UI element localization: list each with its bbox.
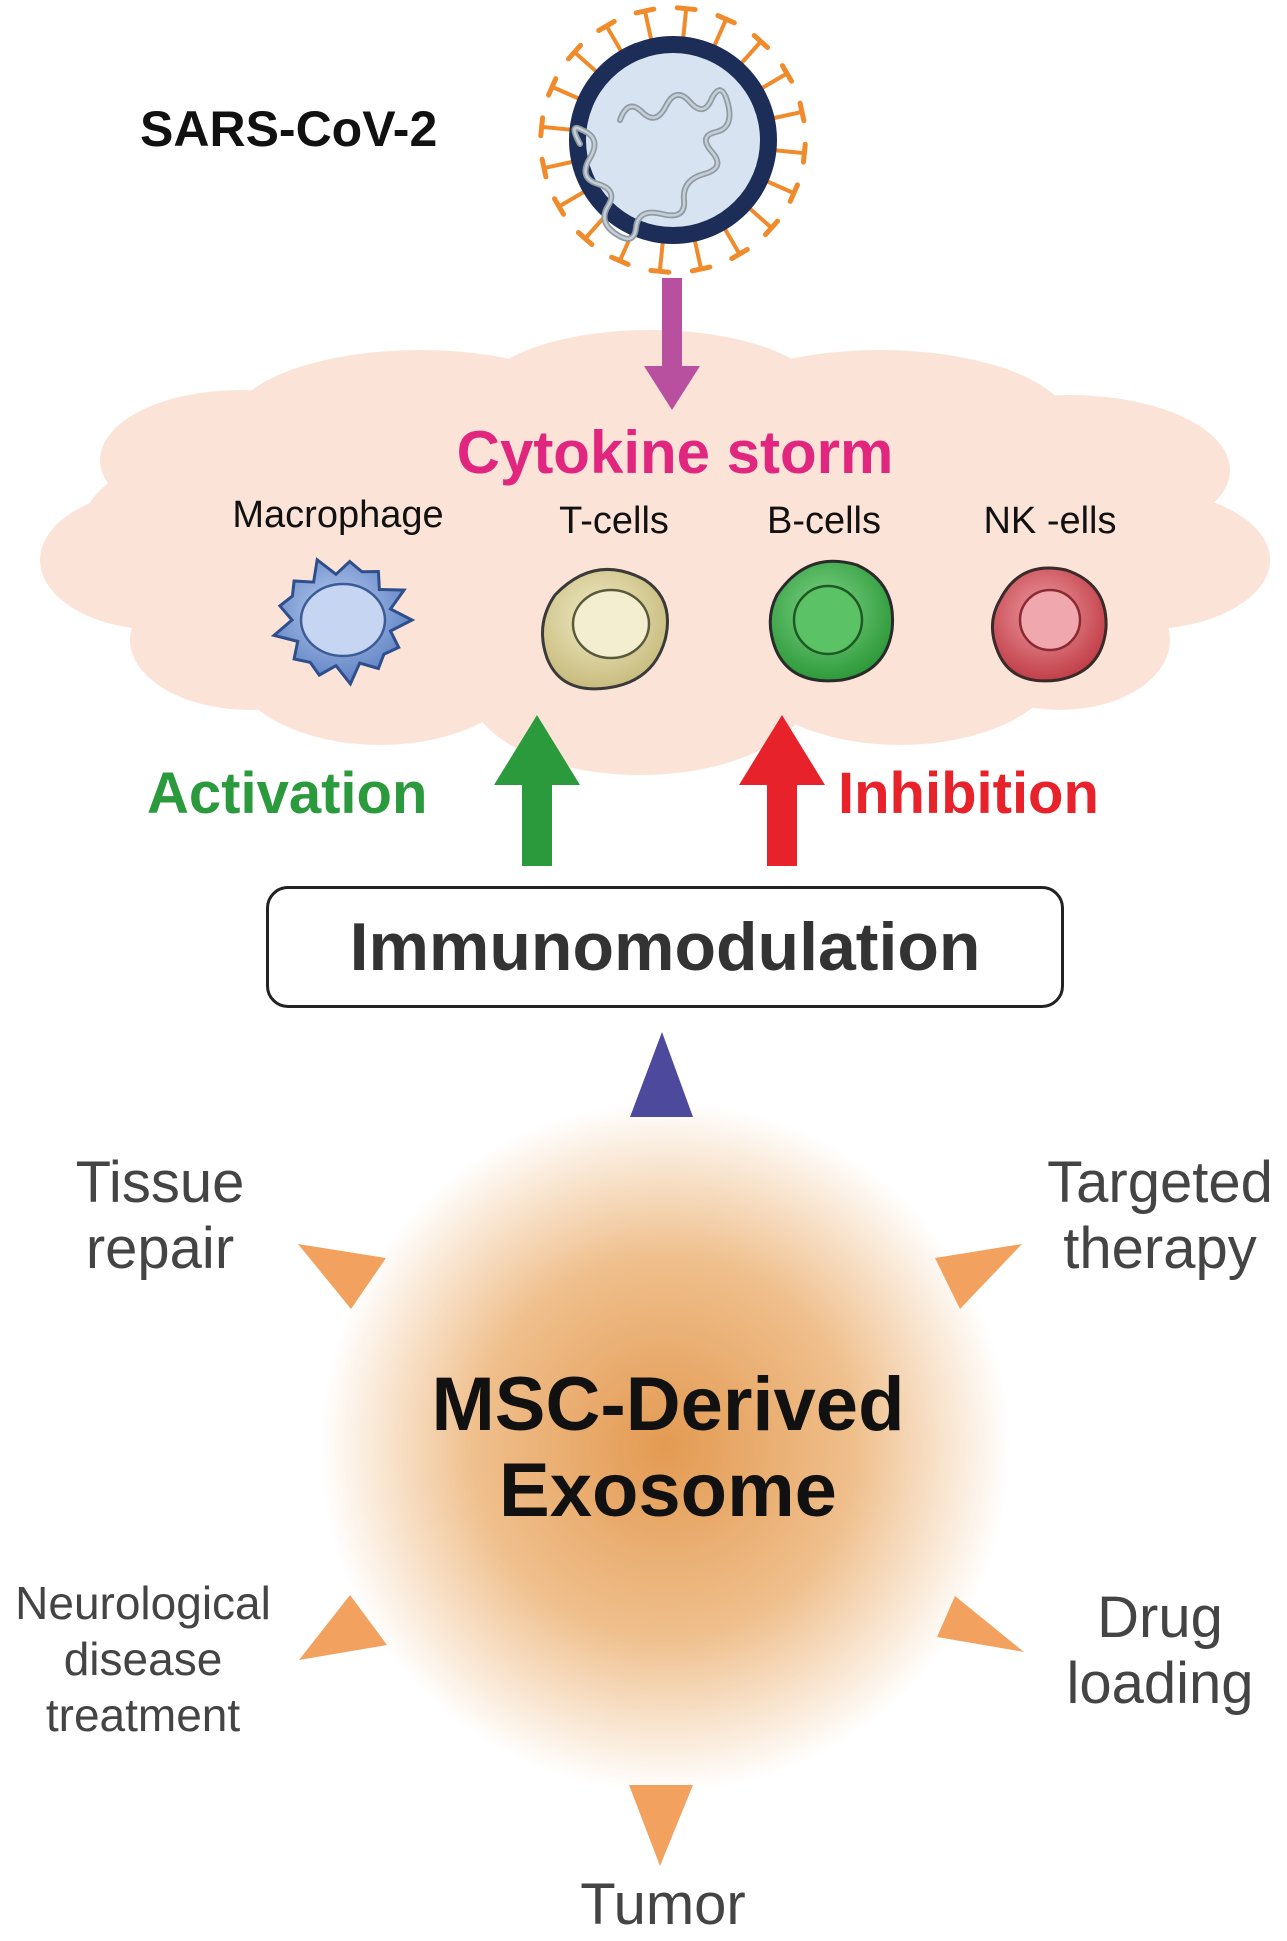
virus-spike (772, 147, 805, 156)
virus-spike (543, 159, 576, 171)
virus-spike (657, 239, 666, 272)
pointer-targeted-therapy-icon (935, 1244, 1022, 1309)
virus-spike (770, 109, 803, 121)
virus-spike-cap (689, 264, 713, 274)
virus-spike-cap (674, 5, 698, 13)
b-cell-icon (768, 559, 895, 683)
virus-spike-cap (729, 246, 750, 262)
virus-spike (746, 205, 773, 230)
virus-spike (680, 8, 689, 41)
tumor-label: Tumor (580, 1872, 746, 1937)
virus-spike-cap (779, 63, 795, 84)
pointer-neurological-icon (299, 1595, 387, 1660)
virus-spike (711, 18, 728, 50)
virus-spike (557, 188, 588, 209)
virus-spike-cap (633, 6, 657, 16)
activation-arrow (494, 715, 580, 866)
virus-label: SARS-CoV-2 (140, 101, 438, 157)
neurological-label: Neurological disease treatment (15, 1577, 271, 1741)
inhibition-label: Inhibition (838, 761, 1099, 826)
virus-spikes (538, 5, 808, 275)
pointer-tissue-repair-icon (298, 1244, 386, 1309)
virus-spike-cap (546, 76, 559, 98)
drug-loading-label: Drug loading (1066, 1585, 1254, 1716)
virus-spike-cap (787, 182, 800, 204)
targeted-therapy-label: Targeted therapy (1047, 1150, 1273, 1281)
activation-label: Activation (147, 761, 428, 826)
virus-spike (763, 178, 795, 195)
immunomodulation-label: Immunomodulation (349, 909, 981, 985)
cytokine-storm-title: Cytokine storm (456, 419, 894, 486)
virus-spike (721, 225, 742, 256)
virus-spike-cap (565, 42, 583, 62)
virus-spike-cap (751, 32, 771, 50)
virus-spike-cap (715, 13, 737, 26)
virus-spike (758, 71, 789, 92)
virus-spike-cap (539, 156, 549, 180)
virus-spike-cap (763, 218, 781, 238)
virus-spike-cap (800, 141, 808, 165)
virus-spike (642, 10, 654, 43)
virus-icon (569, 36, 777, 244)
virus-spike (551, 85, 583, 102)
virus-spike (738, 40, 763, 67)
virus-spike-cap (609, 254, 631, 267)
virus-spike (604, 24, 625, 55)
virus-spike-cap (538, 115, 546, 139)
virus-spike-cap (575, 230, 595, 248)
cytokine-storm-cloud (40, 330, 1270, 775)
nk-cells-label: NK -ells (983, 500, 1117, 542)
exosome-sphere (320, 1102, 1010, 1792)
pointer-tumor-icon (629, 1785, 693, 1866)
virus-spike-cap (551, 196, 567, 217)
virus-spike-cap (797, 100, 807, 124)
nk-cell-icon (991, 566, 1108, 683)
inhibition-arrow (739, 715, 825, 866)
macrophage-icon (270, 557, 416, 687)
b-cells-label: B-cells (766, 500, 882, 542)
virus-spike-cap (596, 18, 617, 34)
t-cell-icon (541, 567, 669, 691)
pointer-up-icon (630, 1032, 693, 1117)
virus-spike (573, 50, 600, 75)
t-cells-label: T-cells (559, 500, 669, 542)
virus-spike (692, 237, 704, 270)
exosome-label: MSC-Derived Exosome (431, 1362, 905, 1533)
immunomodulation-box: Immunomodulation (266, 886, 1064, 1008)
virus-spike (541, 124, 574, 133)
pointer-drug-loading-icon (937, 1596, 1024, 1652)
macrophage-label: Macrophage (232, 494, 444, 536)
virus-to-storm-arrow (644, 278, 700, 410)
tissue-repair-label: Tissue repair (75, 1150, 245, 1281)
virus-spike-cap (648, 267, 672, 275)
